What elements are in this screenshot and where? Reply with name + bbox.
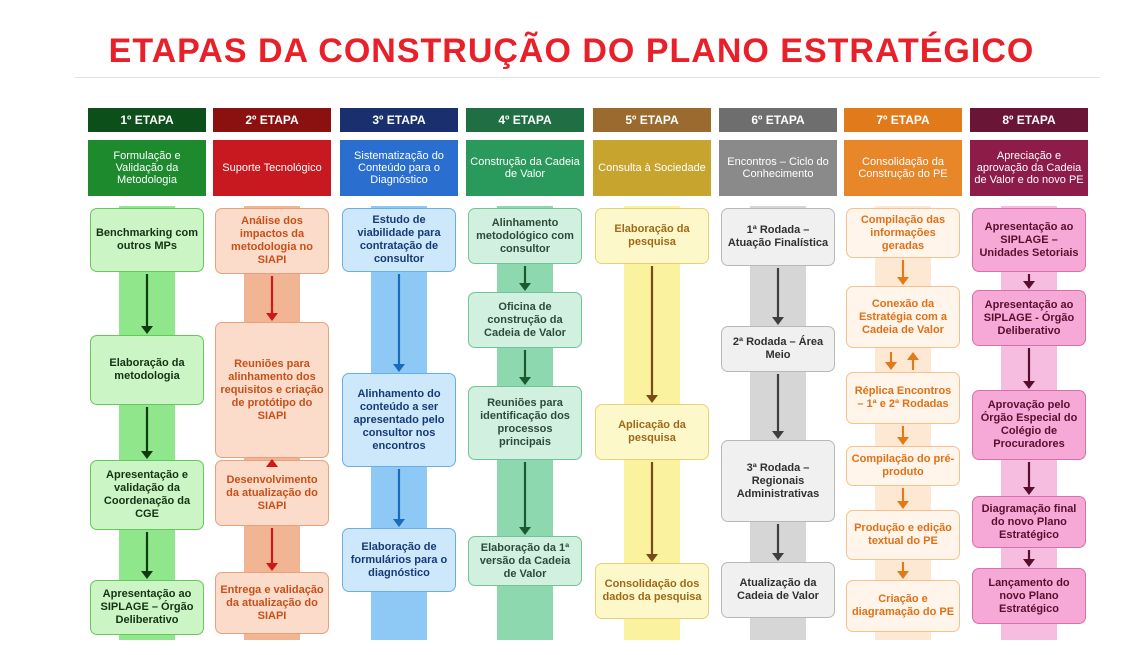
stage-8-step-2: Apresentação ao SIPLAGE - Órgão Delibera… [972, 290, 1086, 346]
stage-2-step-4: Entrega e validação da atualização do SI… [215, 572, 329, 634]
stage-7-step-2: Conexão da Estratégia com a Cadeia de Va… [846, 286, 960, 348]
stage-1-step-3: Apresentação e validação da Coordenação … [90, 460, 204, 530]
stage-4-step-2: Oficina de construção da Cadeia de Valor [468, 292, 582, 348]
stage-1-header: 1º ETAPA [88, 108, 206, 132]
stage-4-header: 4º ETAPA [466, 108, 584, 132]
stage-4-step-3: Reuniões para identificação dos processo… [468, 386, 582, 460]
stage-6-subtitle: Encontros – Ciclo do Conhecimento [719, 140, 837, 196]
stage-2-step-2: Reuniões para alinhamento dos requisitos… [215, 322, 329, 458]
stage-7-step-1: Compilação das informações geradas [846, 208, 960, 258]
stage-6-header: 6º ETAPA [719, 108, 837, 132]
stage-8-subtitle: Apreciação e aprovação da Cadeia de Valo… [970, 140, 1088, 196]
stage-2-step-3: Desenvolvimento da atualização do SIAPI [215, 460, 329, 526]
stage-7-step-6: Criação e diagramação do PE [846, 580, 960, 632]
stage-5-step-2: Aplicação da pesquisa [595, 404, 709, 460]
title-divider [75, 77, 1100, 78]
stage-8-step-3: Aprovação pelo Órgão Especial do Colégio… [972, 390, 1086, 460]
stage-6-step-2: 2ª Rodada – Área Meio [721, 326, 835, 372]
stage-5-subtitle: Consulta à Sociedade [593, 140, 711, 196]
stage-2-header: 2º ETAPA [213, 108, 331, 132]
stage-6-step-3: 3ª Rodada – Regionais Administrativas [721, 440, 835, 522]
stage-4-subtitle: Construção da Cadeia de Valor [466, 140, 584, 196]
stage-7-subtitle: Consolidação da Construção do PE [844, 140, 962, 196]
stage-1-step-1: Benchmarking com outros MPs [90, 208, 204, 272]
stage-3-step-2: Alinhamento do conteúdo a ser apresentad… [342, 373, 456, 467]
stage-8-header: 8º ETAPA [970, 108, 1088, 132]
stage-1-subtitle: Formulação e Validação da Metodologia [88, 140, 206, 196]
stage-5-step-3: Consolidação dos dados da pesquisa [595, 563, 709, 619]
stage-5-step-1: Elaboração da pesquisa [595, 208, 709, 264]
stage-5-header: 5º ETAPA [593, 108, 711, 132]
stage-7-step-3: Réplica Encontros – 1ª e 2ª Rodadas [846, 372, 960, 424]
stage-7-header: 7º ETAPA [844, 108, 962, 132]
stage-3-step-3: Elaboração de formulários para o diagnós… [342, 528, 456, 592]
page-title: ETAPAS DA CONSTRUÇÃO DO PLANO ESTRATÉGIC… [108, 32, 1035, 70]
stage-2-step-1: Análise dos impactos da metodologia no S… [215, 208, 329, 274]
stage-3-header: 3º ETAPA [340, 108, 458, 132]
stage-7-step-5: Produção e edição textual do PE [846, 510, 960, 560]
stage-8-step-5: Lançamento do novo Plano Estratégico [972, 568, 1086, 624]
stage-4-step-4: Elaboração da 1ª versão da Cadeia de Val… [468, 536, 582, 586]
stage-6-step-1: 1ª Rodada – Atuação Finalística [721, 208, 835, 266]
stage-8-step-4: Diagramação final do novo Plano Estratég… [972, 496, 1086, 548]
stage-7-step-4: Compilação do pré-produto [846, 446, 960, 486]
stage-2-subtitle: Suporte Tecnológico [213, 140, 331, 196]
stage-3-step-1: Estudo de viabilidade para contratação d… [342, 208, 456, 272]
stage-1-step-2: Elaboração da metodologia [90, 335, 204, 405]
stage-6-step-4: Atualização da Cadeia de Valor [721, 562, 835, 618]
stage-8-step-1: Apresentação ao SIPLAGE – Unidades Setor… [972, 208, 1086, 272]
stage-1-step-4: Apresentação ao SIPLAGE – Órgão Delibera… [90, 580, 204, 635]
stage-3-subtitle: Sistematização do Conteúdo para o Diagnó… [340, 140, 458, 196]
stage-4-step-1: Alinhamento metodológico com consultor [468, 208, 582, 264]
